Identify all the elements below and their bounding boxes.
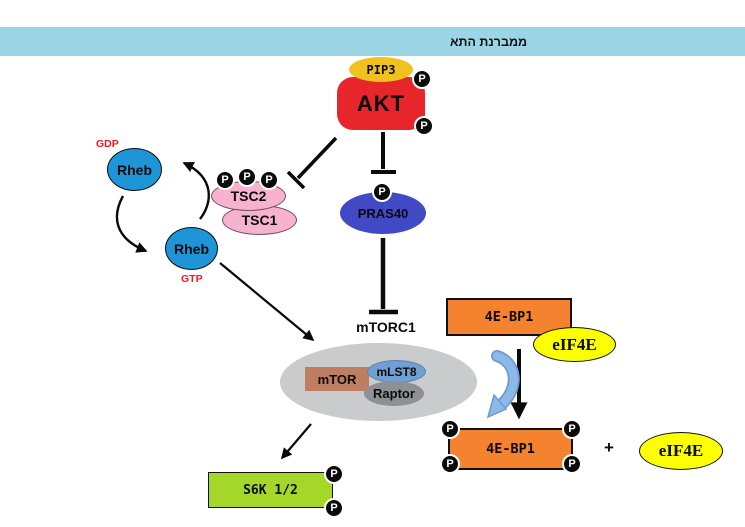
phospho-badge-4ebp1-bl: P (440, 454, 460, 474)
eif4e-released-label: eIF4E (658, 441, 704, 460)
pip3-label: PIP3 (366, 62, 396, 77)
eif4e-released-node: eIF4E (639, 432, 723, 470)
phospho-badge-tsc2-2: P (237, 167, 257, 187)
raptor-node: Raptor (364, 381, 424, 406)
inhibition-akt-tsc2 (286, 136, 338, 190)
raptor-label: Raptor (373, 386, 415, 401)
phospho-badge-akt-2: P (414, 116, 434, 136)
eif4e-bound-label: eIF4E (552, 334, 597, 354)
rheb-gdp-node: Rheb (107, 148, 162, 191)
arrow-rhebgtp-to-mtorc1 (219, 262, 315, 342)
mtor-node: mTOR (305, 367, 369, 391)
inhibition-pras40-mtorc1 (369, 238, 398, 315)
phospho-badge-pras40: P (372, 182, 392, 202)
tsc1-label: TSC1 (241, 212, 278, 228)
inhibition-akt-pras40 (371, 132, 396, 174)
phospho-badge-akt-1: P (412, 69, 432, 89)
phospho-badge-4ebp1-br: P (562, 454, 582, 474)
curved-release-arrow (486, 350, 520, 419)
phospho-badge-tsc2-3: P (259, 170, 279, 190)
akt-label: AKT (356, 90, 406, 116)
mlst8-node: mLST8 (367, 360, 426, 383)
rheb-gtp-node: Rheb (165, 227, 218, 270)
phospho-badge-4ebp1-tl: P (440, 419, 460, 439)
phospho-badge-4ebp1-tr: P (562, 419, 582, 439)
mtor-label: mTOR (317, 371, 357, 387)
arrow-rhebgtp-to-rhebgdp (182, 161, 210, 220)
rheb-gdp-label: Rheb (117, 161, 152, 178)
rheb-gtp-state-label: GTP (181, 273, 203, 285)
s6k-label: S6K 1/2 (243, 482, 298, 498)
eif4e-bound-node: eIF4E (533, 327, 616, 362)
rheb-gtp-label: Rheb (174, 240, 209, 257)
arrow-rhebgdp-to-rhebgtp (115, 195, 148, 253)
pip3-node: PIP3 (349, 57, 413, 82)
membrane-bar: ממברנת התא (0, 27, 745, 56)
mtorc1-label: mTORC1 (355, 319, 417, 337)
phospho-badge-s6k-2: P (324, 498, 344, 518)
s6k-node: S6K 1/2 (208, 472, 333, 508)
4ebp1-phospho-label: 4E-BP1 (486, 441, 535, 457)
mlst8-label: mLST8 (376, 364, 417, 379)
phospho-badge-tsc2-1: P (215, 170, 235, 190)
phospho-badge-s6k-1: P (324, 464, 344, 484)
akt-node: AKT (337, 77, 425, 130)
plus-sign: + (604, 438, 614, 457)
4ebp1-phospho-node: 4E-BP1 (448, 428, 573, 470)
tsc2-label: TSC2 (230, 188, 267, 204)
4ebp1-bound-label: 4E-BP1 (484, 309, 534, 325)
arrow-mtorc1-to-s6k (280, 423, 312, 460)
mtorc1-label-text: mTORC1 (356, 319, 416, 335)
membrane-label: ממברנת התא (450, 35, 528, 49)
pras40-label: PRAS40 (357, 205, 409, 221)
rheb-gdp-state-label: GDP (96, 138, 119, 150)
